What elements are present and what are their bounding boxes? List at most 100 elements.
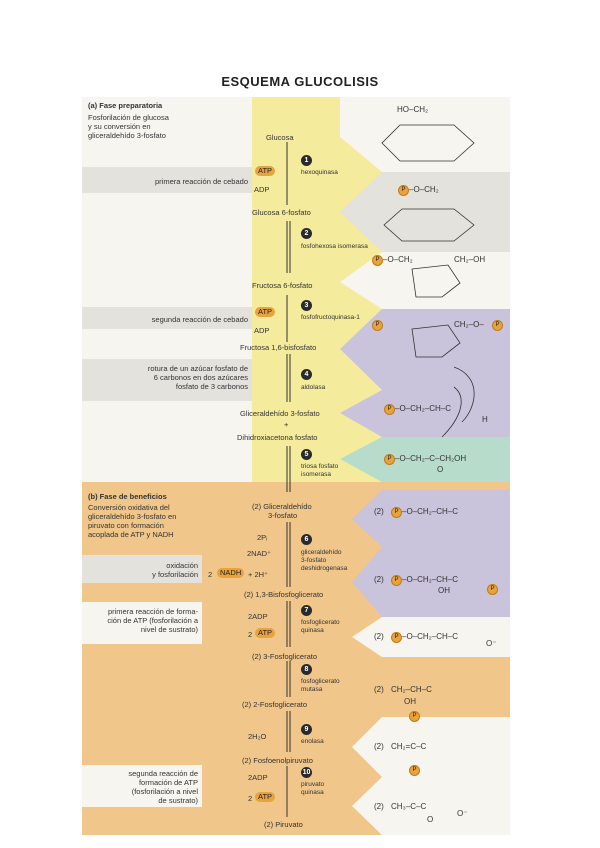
metabolite-glyceraldehyde-3-phosphate: Gliceraldehído 3-fosfato — [240, 409, 320, 418]
phase-a-desc-1: Fosforilación de glucosa — [88, 113, 169, 122]
phase-b-desc-1: Conversión oxidativa del — [88, 503, 170, 512]
note-oxidation-1: oxidación — [166, 561, 198, 570]
metabolite-pyruvate: (2) Piruvato — [264, 820, 303, 829]
step-9: 9 — [301, 724, 312, 735]
note-oxidation-2: y fosforilación — [152, 570, 198, 579]
atp-badge-1: ATP — [255, 166, 276, 176]
atp-badge-3: ATP — [255, 628, 276, 638]
enzyme-tpi-1: triosa fosfato — [301, 463, 339, 470]
enzyme-pgk-2: quinasa — [301, 627, 324, 634]
phosphate-icon: P — [409, 711, 420, 722]
adp2-label-2: 2ADP — [248, 773, 268, 782]
enzyme-pk-2: quinasa — [301, 789, 324, 796]
note-second-priming: segunda reacción de cebado — [151, 315, 248, 324]
nad-label: 2NAD⁺ — [247, 549, 271, 558]
struct-bpg: –O–CH₂–CH–C — [402, 575, 459, 584]
struct-dhap: –O–CH₂–C–CH₂OH — [395, 454, 467, 463]
step-3: 3 — [301, 300, 312, 311]
adp-label-2: ADP — [254, 326, 270, 335]
atp2-count-2: 2 — [248, 794, 253, 803]
struct-pep: CH₂=C–C — [391, 742, 427, 751]
phosphate-icon: P — [372, 255, 383, 266]
enzyme-pfk1: fosfofructoquinasa-1 — [301, 314, 360, 321]
enzyme-gapdh-3: deshidrogenasa — [301, 565, 348, 572]
note-split-1: rotura de un azúcar fosfato de — [147, 364, 248, 373]
struct-g6p-ch2: –O–CH₂ — [409, 185, 439, 194]
struct-fbp-ch2op: CH₂–O– — [454, 320, 484, 329]
struct-2pg-count: (2) — [374, 685, 384, 694]
h2o-label: 2H₂O — [248, 732, 267, 741]
note-atp1-1: primera reacción de forma- — [107, 607, 198, 616]
step-6: 6 — [301, 534, 312, 545]
step-8: 8 — [301, 664, 312, 675]
atp2-count-1: 2 — [248, 630, 253, 639]
struct-glucose-ch2oh: HO–CH₂ — [397, 105, 429, 114]
struct-pyruvate-o: O — [427, 815, 434, 824]
struct-2pg: CH₂–CH–C — [391, 685, 432, 694]
struct-g3p-h: H — [482, 415, 488, 424]
metabolite-3-phosphoglycerate: (2) 3-Fosfoglicerato — [252, 652, 318, 661]
enzyme-pk-1: piruvato — [301, 781, 325, 788]
struct-f6p-ch2oh: CH₂–OH — [454, 255, 486, 264]
metabolite-2-glyceraldehyde: (2) Gliceraldehído — [252, 502, 312, 511]
enzyme-gapdh-1: gliceraldehído — [301, 549, 342, 556]
struct-g3p: –O–CH₂–CH–C — [395, 404, 452, 413]
step-5: 5 — [301, 449, 312, 460]
struct-pyruvate-count: (2) — [374, 802, 384, 811]
phosphate-icon: P — [391, 632, 402, 643]
step-1: 1 — [301, 155, 312, 166]
note-atp2-4: de sustrato) — [158, 796, 198, 805]
struct-2-g3p: –O–CH₂–CH–C — [402, 507, 459, 516]
struct-pep-count: (2) — [374, 742, 384, 751]
note-first-priming: primera reacción de cebado — [155, 177, 248, 186]
struct-pyruvate: CH₃–C–C — [391, 802, 427, 811]
struct-f6p-ch2: –O–CH₂ — [383, 255, 413, 264]
enzyme-gapdh-2: 3-fosfato — [301, 557, 327, 564]
step-7: 7 — [301, 605, 312, 616]
struct-bpg-count: (2) — [374, 575, 384, 584]
note-atp2-2: formación de ATP — [138, 778, 198, 787]
note-atp2-1: segunda reacción de — [128, 769, 198, 778]
enzyme-pgm-1: fosfoglicerato — [301, 678, 340, 685]
note-split-2: 6 carbonos en dos azúcares — [153, 373, 248, 382]
phosphate-icon: P — [384, 404, 395, 415]
struct-2-g3p-count: (2) — [374, 507, 384, 516]
phosphate-icon: P — [391, 575, 402, 586]
metabolite-dhap: Dihidroxiacetona fosfato — [237, 433, 318, 442]
phosphate-icon: P — [492, 320, 503, 331]
note-atp2-3: (fosforilación a nivel — [131, 787, 198, 796]
enzyme-pgk-1: fosfoglicerato — [301, 619, 340, 626]
nadh-badge: NADH — [217, 568, 245, 578]
phase-b-desc-2: gliceraldehído 3-fosfato en — [88, 512, 177, 521]
struct-3pg-count: (2) — [374, 632, 384, 641]
phase-b-heading: (b) Fase de beneficios — [88, 492, 167, 501]
metabolite-3-phosphate: 3-fosfato — [268, 511, 298, 520]
adp2-label-1: 2ADP — [248, 612, 268, 621]
enzyme-pgm-2: mutasa — [301, 686, 323, 693]
enzyme-hexokinase: hexoquinasa — [301, 169, 338, 176]
enzyme-aldolase: aldolasa — [301, 384, 326, 391]
atp-badge-4: ATP — [255, 792, 276, 802]
document-title: ESQUEMA GLUCOLISIS — [221, 74, 379, 89]
phosphate-icon: P — [409, 765, 420, 776]
metabolite-glucose: Glucosa — [266, 133, 294, 142]
phase-a-desc-2: y su conversión en — [88, 122, 151, 131]
nadh-count: 2 — [208, 570, 213, 579]
step-4: 4 — [301, 369, 312, 380]
struct-3pg: –O–CH₂–CH–C — [402, 632, 459, 641]
metabolite-1-3-bisphosphoglycerate: (2) 1,3-Bisfosfoglicerato — [244, 590, 324, 599]
struct-bpg-oh: OH — [438, 586, 450, 595]
enzyme-tpi-2: isomerasa — [301, 471, 331, 478]
phase-b-desc-3: piruvato con formación — [88, 521, 164, 530]
glycolysis-figure: (a) Fase preparatoria Fosforilación de g… — [82, 97, 510, 835]
phosphate-icon: P — [398, 185, 409, 196]
figure-background — [82, 97, 510, 835]
h-plus-label: + 2H⁺ — [248, 570, 269, 579]
metabolite-glucose-6-phosphate: Glucosa 6-fosfato — [252, 208, 311, 217]
adp-label-1: ADP — [254, 185, 270, 194]
atp-badge-2: ATP — [255, 307, 276, 317]
struct-2pg-oh: OH — [404, 697, 416, 706]
enzyme-phosphohexose-isomerase: fosfohexosa isomerasa — [301, 243, 368, 250]
phase-b-desc-4: acoplada de ATP y NADH — [88, 530, 174, 539]
step-10: 10 — [301, 767, 312, 778]
